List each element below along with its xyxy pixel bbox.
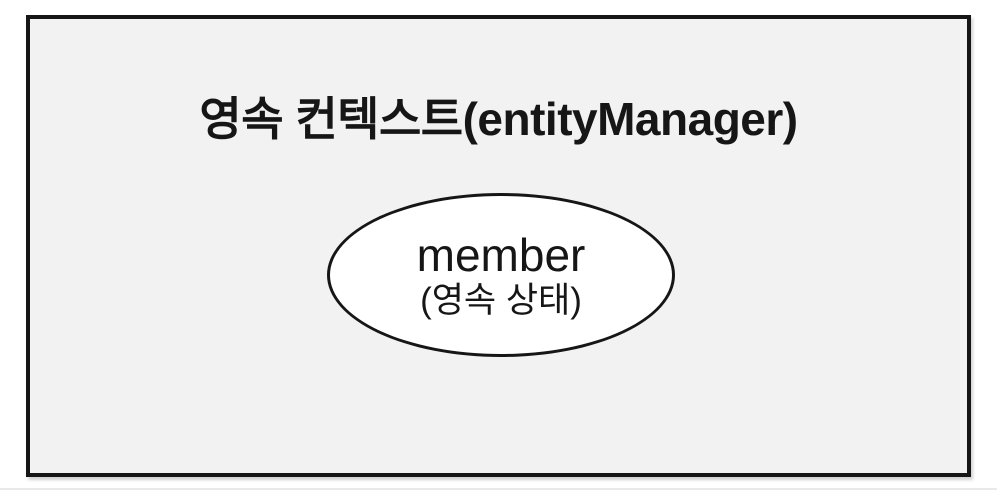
persistence-context-box: 영속 컨텍스트(entityManager) member (영속 상태) [26,15,971,477]
page-edge-line [0,488,997,490]
entity-name: member [416,228,586,281]
entity-ellipse: member (영속 상태) [327,193,675,357]
persistence-context-title: 영속 컨텍스트(entityManager) [199,93,798,145]
entity-state-label: (영속 상태) [420,281,582,321]
